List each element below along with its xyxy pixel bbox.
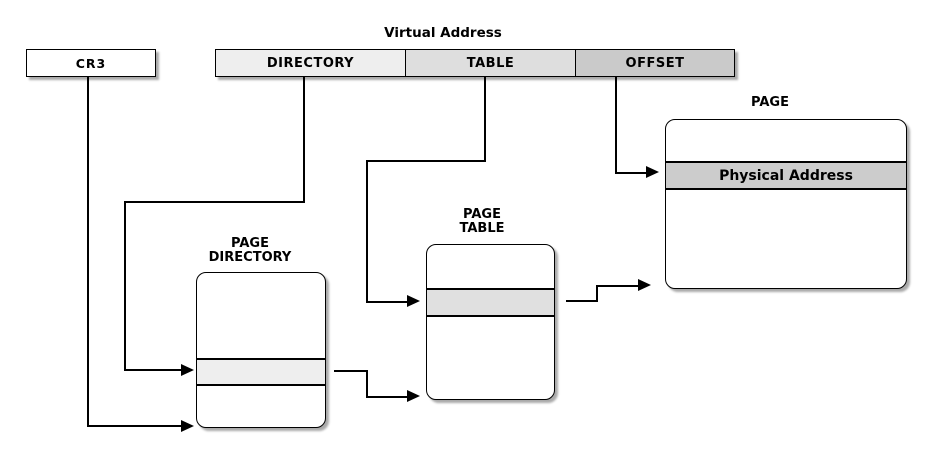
segment-table: TABLE [405, 50, 575, 76]
connector-pd-entry-to-page-table-segment-1 [334, 370, 368, 372]
page-table-entry-row [427, 288, 554, 317]
page-table-title: PAGE TABLE [459, 207, 505, 236]
segment-directory-label: DIRECTORY [266, 55, 355, 71]
virtual-address-bar: DIRECTORY TABLE OFFSET [215, 49, 735, 77]
segment-directory: DIRECTORY [216, 50, 405, 76]
segment-table-label: TABLE [466, 55, 515, 71]
connector-directory-to-pd-row-segment-3 [124, 201, 126, 371]
connector-pt-entry-to-page-segment-3 [596, 285, 638, 287]
arrowhead-icon [407, 390, 420, 402]
connector-table-to-pt-row-segment-1 [484, 77, 486, 162]
connector-table-to-pt-row-segment-4 [366, 301, 407, 303]
connector-directory-to-pd-row-segment-2 [124, 201, 305, 203]
page-directory-title: PAGE DIRECTORY [208, 236, 292, 265]
connector-table-to-pt-row-segment-2 [366, 160, 486, 162]
arrowhead-icon [638, 279, 651, 291]
page-title: PAGE [751, 95, 789, 110]
connector-pt-entry-to-page-segment-1 [566, 300, 598, 302]
page-table-box [426, 244, 555, 400]
connector-pd-entry-to-page-table-segment-3 [366, 396, 407, 398]
page-directory-entry-row [197, 358, 325, 386]
connector-offset-to-physical-address-segment-1 [615, 77, 617, 174]
arrowhead-icon [181, 420, 194, 432]
connector-directory-to-pd-row-segment-1 [303, 77, 305, 203]
physical-address-row: Physical Address [666, 161, 906, 190]
connector-cr3-to-page-directory-segment-1 [87, 77, 89, 427]
connector-cr3-to-page-directory-segment-2 [87, 425, 181, 427]
page-box: Physical Address [665, 119, 907, 289]
cr3-label: CR3 [75, 55, 107, 71]
cr3-box: CR3 [26, 49, 156, 77]
connector-offset-to-physical-address-segment-2 [615, 172, 646, 174]
arrowhead-icon [646, 166, 659, 178]
connector-directory-to-pd-row-segment-4 [124, 369, 181, 371]
arrowhead-icon [181, 364, 194, 376]
segment-offset: OFFSET [575, 50, 734, 76]
physical-address-label: Physical Address [719, 167, 853, 184]
virtual-address-title: Virtual Address [384, 25, 502, 41]
segment-offset-label: OFFSET [625, 55, 685, 71]
connector-pd-entry-to-page-table-segment-2 [366, 370, 368, 398]
connector-table-to-pt-row-segment-3 [366, 160, 368, 303]
page-directory-box [196, 272, 326, 428]
connector-pt-entry-to-page-segment-2 [596, 286, 598, 302]
arrowhead-icon [407, 295, 420, 307]
